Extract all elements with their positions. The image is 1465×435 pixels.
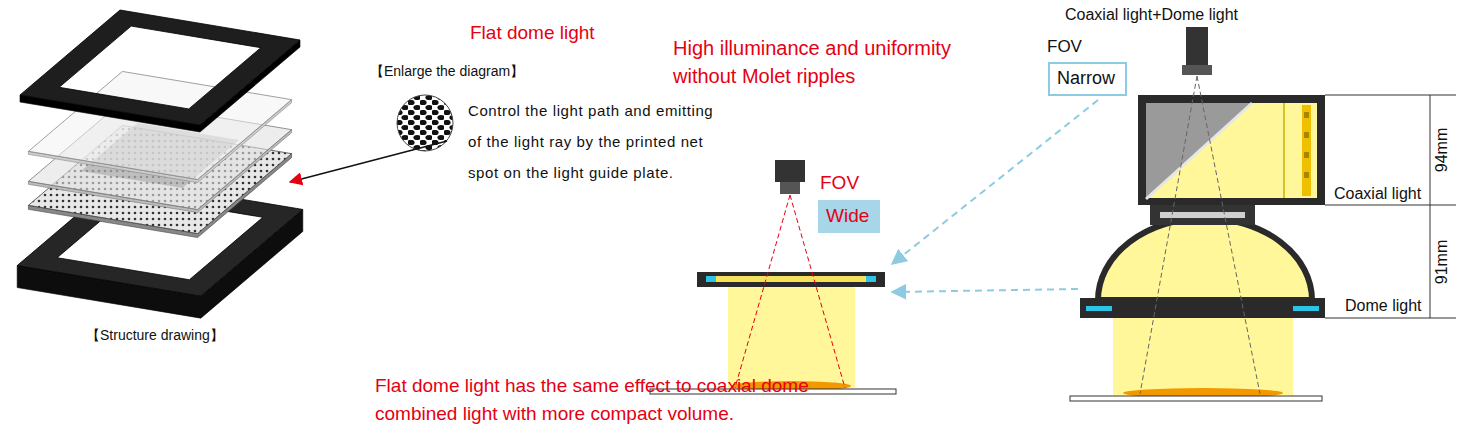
pointer-line	[892, 289, 1078, 292]
structure-drawing	[17, 10, 303, 318]
note-text: High illuminance and uniformity without …	[673, 34, 998, 90]
part-label: Dome light	[1343, 296, 1423, 315]
fov-label: FOV	[1047, 37, 1082, 57]
note-text: 【Structure drawing】	[86, 327, 224, 344]
note-text: Control the light path and emitting of t…	[468, 95, 730, 188]
fov-box: Wide	[818, 200, 880, 233]
dimension-label: 94mm	[1432, 126, 1451, 174]
heading-text: Coaxial light+Dome light	[1065, 5, 1238, 24]
caption-text: Flat dome light has the same effect to c…	[375, 372, 840, 428]
flat-dome-light	[650, 160, 896, 394]
part-label: Coaxial light	[1332, 184, 1423, 203]
fov-box: Narrow	[1048, 62, 1127, 96]
pointer-line	[892, 100, 1098, 264]
coaxial-dome-light	[1070, 27, 1456, 401]
leader-arrow	[290, 141, 447, 182]
dimension-label: 91mm	[1432, 238, 1451, 286]
note-text: 【Enlarge the diagram】	[370, 63, 524, 80]
fov-label: FOV	[820, 172, 859, 195]
title-text: Flat dome light	[470, 22, 595, 45]
box-text: Wide	[826, 205, 872, 228]
box-text: Narrow	[1057, 68, 1118, 90]
